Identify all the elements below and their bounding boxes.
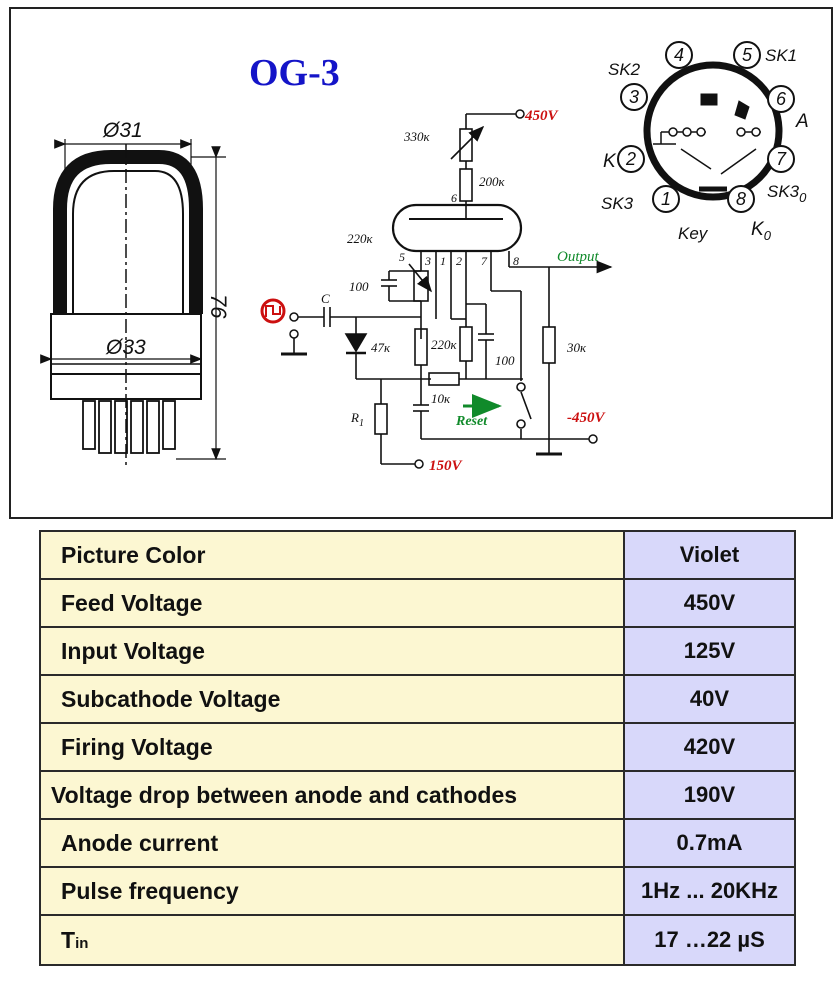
spec-row-input-voltage: Input Voltage 125V — [39, 626, 796, 676]
pin-number-7: 7 — [776, 149, 787, 169]
dim-top-diameter: Ø31 — [102, 119, 143, 142]
spec-row-picture-color: Picture Color Violet — [39, 530, 796, 580]
pin-number-3: 3 — [629, 87, 639, 107]
r30-label: 30к — [566, 340, 587, 355]
dim-height: 76 — [206, 294, 231, 319]
dim-base-diameter: Ø33 — [105, 336, 146, 359]
key-label: Key — [678, 224, 709, 243]
pin-number-6: 6 — [776, 89, 787, 109]
pin2-label: 2 — [456, 254, 462, 268]
sk2-label: SK2 — [608, 60, 641, 79]
pin1-label: 1 — [440, 254, 446, 268]
spec-value-voltage-drop: 190V — [623, 770, 796, 820]
pin-number-5: 5 — [742, 45, 753, 65]
spec-row-anode-current: Anode current 0.7mA — [39, 818, 796, 868]
c100a-label: 100 — [349, 279, 369, 294]
r1-label: R1 — [350, 410, 364, 429]
spec-value-pulse-frequency: 1Hz ... 20KHz — [623, 866, 796, 916]
pin6-label: 6 — [451, 191, 457, 205]
spec-label-picture-color: Picture Color — [39, 530, 625, 580]
spec-label-subcathode-voltage: Subcathode Voltage — [39, 674, 625, 724]
a-label: A — [795, 111, 809, 132]
pinout-pins: 1 2 3 4 5 6 7 8 — [617, 41, 795, 213]
pin5-label: 5 — [399, 250, 405, 264]
pin-number-8: 8 — [736, 189, 746, 209]
spec-row-subcathode-voltage: Subcathode Voltage 40V — [39, 674, 796, 724]
spec-value-feed-voltage: 450V — [623, 578, 796, 628]
output-label: Output — [557, 249, 600, 265]
k-label: K — [603, 151, 617, 172]
c-label: C — [321, 291, 330, 306]
spec-label-firing-voltage: Firing Voltage — [39, 722, 625, 772]
spec-row-feed-voltage: Feed Voltage 450V — [39, 578, 796, 628]
tube-outline-drawing — [40, 139, 226, 469]
diagram-panel: OG-3 Ø31 Ø33 76 — [9, 7, 833, 519]
pinout-labels: SK1 SK2 K A SK3 SK30 Key K0 — [601, 46, 809, 243]
pin8-label: 8 — [513, 254, 519, 268]
spec-table-body: Picture Color Violet Feed Voltage 450V I… — [39, 530, 796, 966]
c100b-label: 100 — [495, 353, 515, 368]
spec-value-anode-current: 0.7mA — [623, 818, 796, 868]
spec-label-tin: Tin — [39, 914, 625, 966]
spec-label-anode-current: Anode current — [39, 818, 625, 868]
pinout-diagram — [643, 61, 783, 201]
reset-label: Reset — [455, 414, 488, 429]
pin7-label: 7 — [481, 254, 488, 268]
title: OG-3 — [249, 52, 340, 94]
pinout-inner-contacts — [668, 127, 761, 137]
input-pulse-symbol — [260, 298, 286, 324]
spec-label-voltage-drop: Voltage drop between anode and cathodes — [39, 770, 625, 820]
spec-label-feed-voltage: Feed Voltage — [39, 578, 625, 628]
spec-table: Picture Color Violet Feed Voltage 450V I… — [39, 530, 796, 966]
spec-value-picture-color: Violet — [623, 530, 796, 580]
spec-value-tin: 17 …22 µS — [623, 914, 796, 966]
spec-row-voltage-drop: Voltage drop between anode and cathodes … — [39, 770, 796, 820]
pin3-label: 3 — [424, 254, 431, 268]
spec-label-input-voltage: Input Voltage — [39, 626, 625, 676]
feed-voltage-label: 450V — [524, 108, 560, 124]
r200-label: 200к — [479, 174, 506, 189]
spec-value-firing-voltage: 420V — [623, 722, 796, 772]
spec-value-input-voltage: 125V — [623, 626, 796, 676]
sk3-label: SK3 — [601, 194, 634, 213]
pin-number-2: 2 — [625, 149, 636, 169]
r330-label: 330к — [403, 129, 431, 144]
circuit-terminals — [289, 109, 598, 469]
sk30-label: SK30 — [767, 182, 807, 205]
k0-label: K0 — [751, 219, 772, 243]
r220b-label: 220к — [431, 337, 458, 352]
bias-voltage-label: 150V — [429, 458, 464, 474]
spec-row-tin: Tin 17 …22 µS — [39, 914, 796, 966]
d47-label: 47к — [371, 340, 391, 355]
spec-value-subcathode-voltage: 40V — [623, 674, 796, 724]
spec-label-pulse-frequency: Pulse frequency — [39, 866, 625, 916]
r10-label: 10к — [431, 391, 451, 406]
spec-row-firing-voltage: Firing Voltage 420V — [39, 722, 796, 772]
r220a-label: 220к — [347, 231, 374, 246]
neg-voltage-label: -450V — [567, 410, 606, 426]
sk1-label: SK1 — [765, 46, 797, 65]
circuit-wiring — [281, 113, 613, 465]
pin-number-1: 1 — [661, 189, 671, 209]
tin-subscript: in — [75, 934, 89, 952]
tin-symbol: T — [61, 926, 76, 953]
spec-row-pulse-frequency: Pulse frequency 1Hz ... 20KHz — [39, 866, 796, 916]
pin-number-4: 4 — [674, 45, 684, 65]
tube-diagram: OG-3 Ø31 Ø33 76 — [40, 41, 809, 474]
